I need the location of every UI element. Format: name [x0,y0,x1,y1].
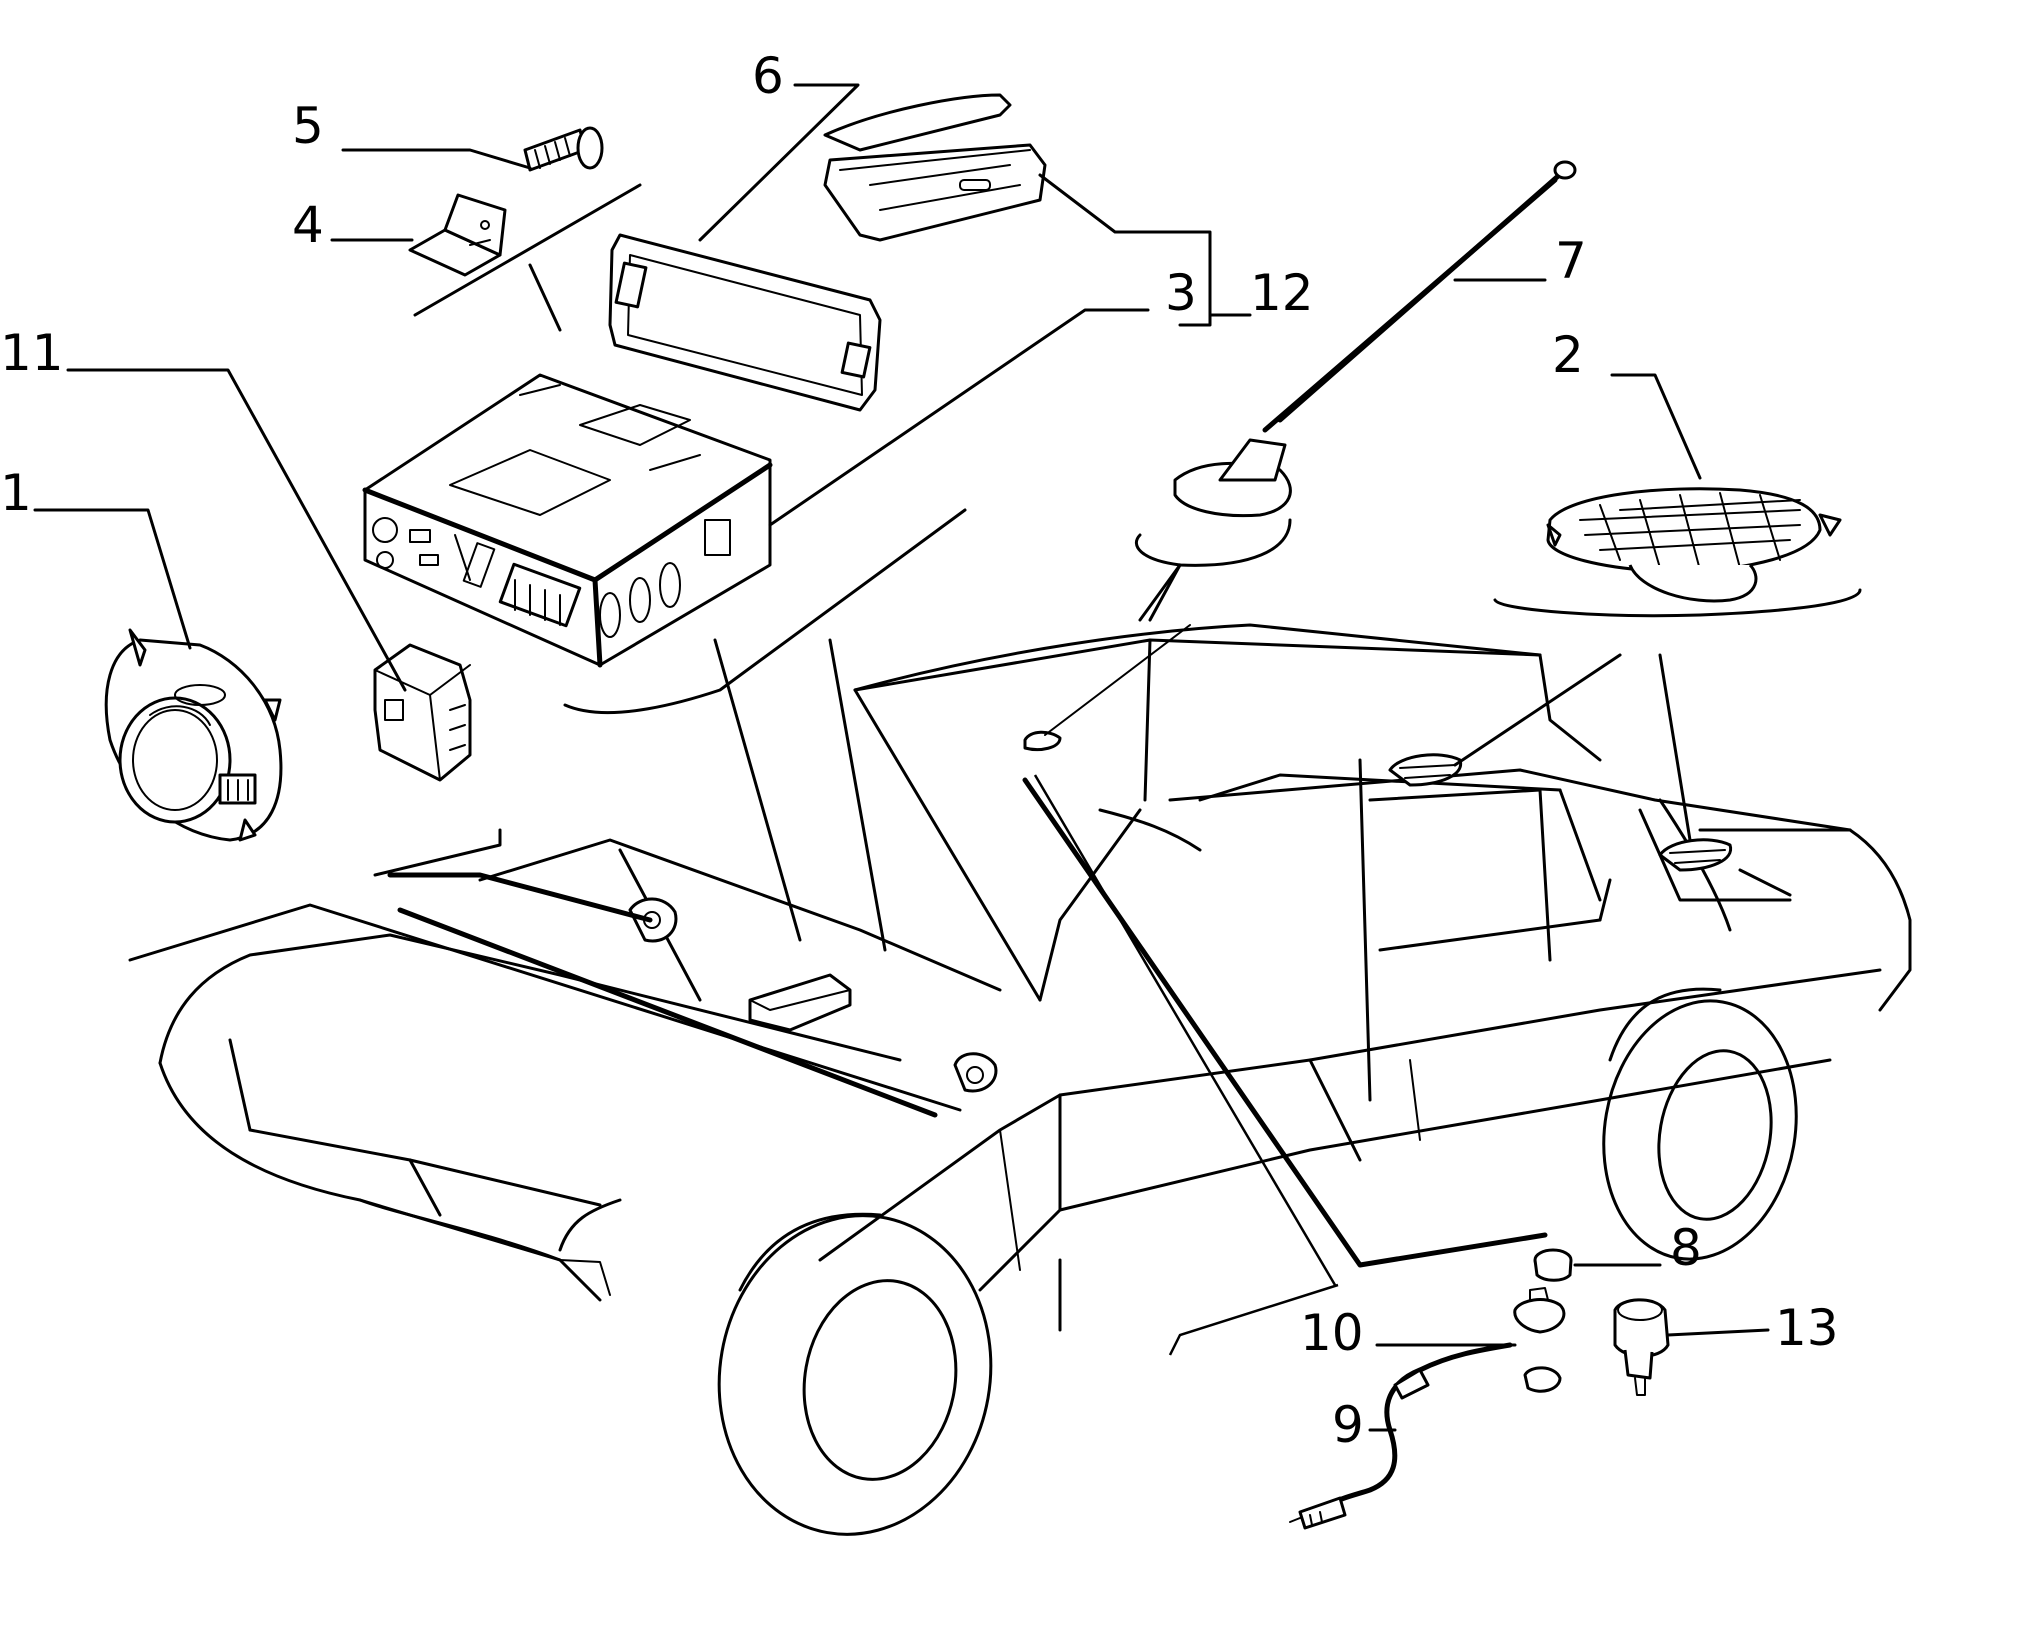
screw [523,126,604,172]
door-speaker-small [953,1052,998,1093]
callout-9: 9 [1332,1396,1364,1454]
roof-antenna [1173,160,1577,518]
callout-1: 1 [0,464,32,522]
callout-labels: 1 2 3 4 5 6 7 8 9 10 11 12 13 [0,47,1839,1454]
antenna-mount [1613,1298,1670,1396]
callout-10: 10 [1300,1304,1364,1362]
callout-4: 4 [292,196,324,254]
dash-speaker-small [628,897,678,943]
callout-5: 5 [292,97,324,155]
radio-unit [362,373,773,668]
callout-12: 12 [1250,264,1314,322]
connector-block [373,643,472,782]
radio-front-panel [608,233,882,412]
callout-8: 8 [1670,1219,1702,1277]
rear-shelf-speaker [1546,487,1842,603]
callout-2: 2 [1552,326,1584,384]
radio-case [823,93,1047,242]
leader-lines [33,83,1862,1432]
callout-3: 3 [1165,264,1197,322]
antenna-cap [1533,1248,1573,1282]
callout-11: 11 [0,324,64,382]
roof-antenna-small [1023,624,1191,752]
rear-speaker-small-right [1658,838,1733,872]
callout-7: 7 [1555,232,1587,290]
front-door-speaker [104,628,283,842]
mounting-bracket [408,193,507,277]
antenna-base-nut [1513,1287,1566,1393]
car-outline [158,623,1912,1536]
callout-6: 6 [752,47,784,105]
antenna-cable [1289,1342,1513,1530]
callout-13: 13 [1775,1299,1839,1357]
